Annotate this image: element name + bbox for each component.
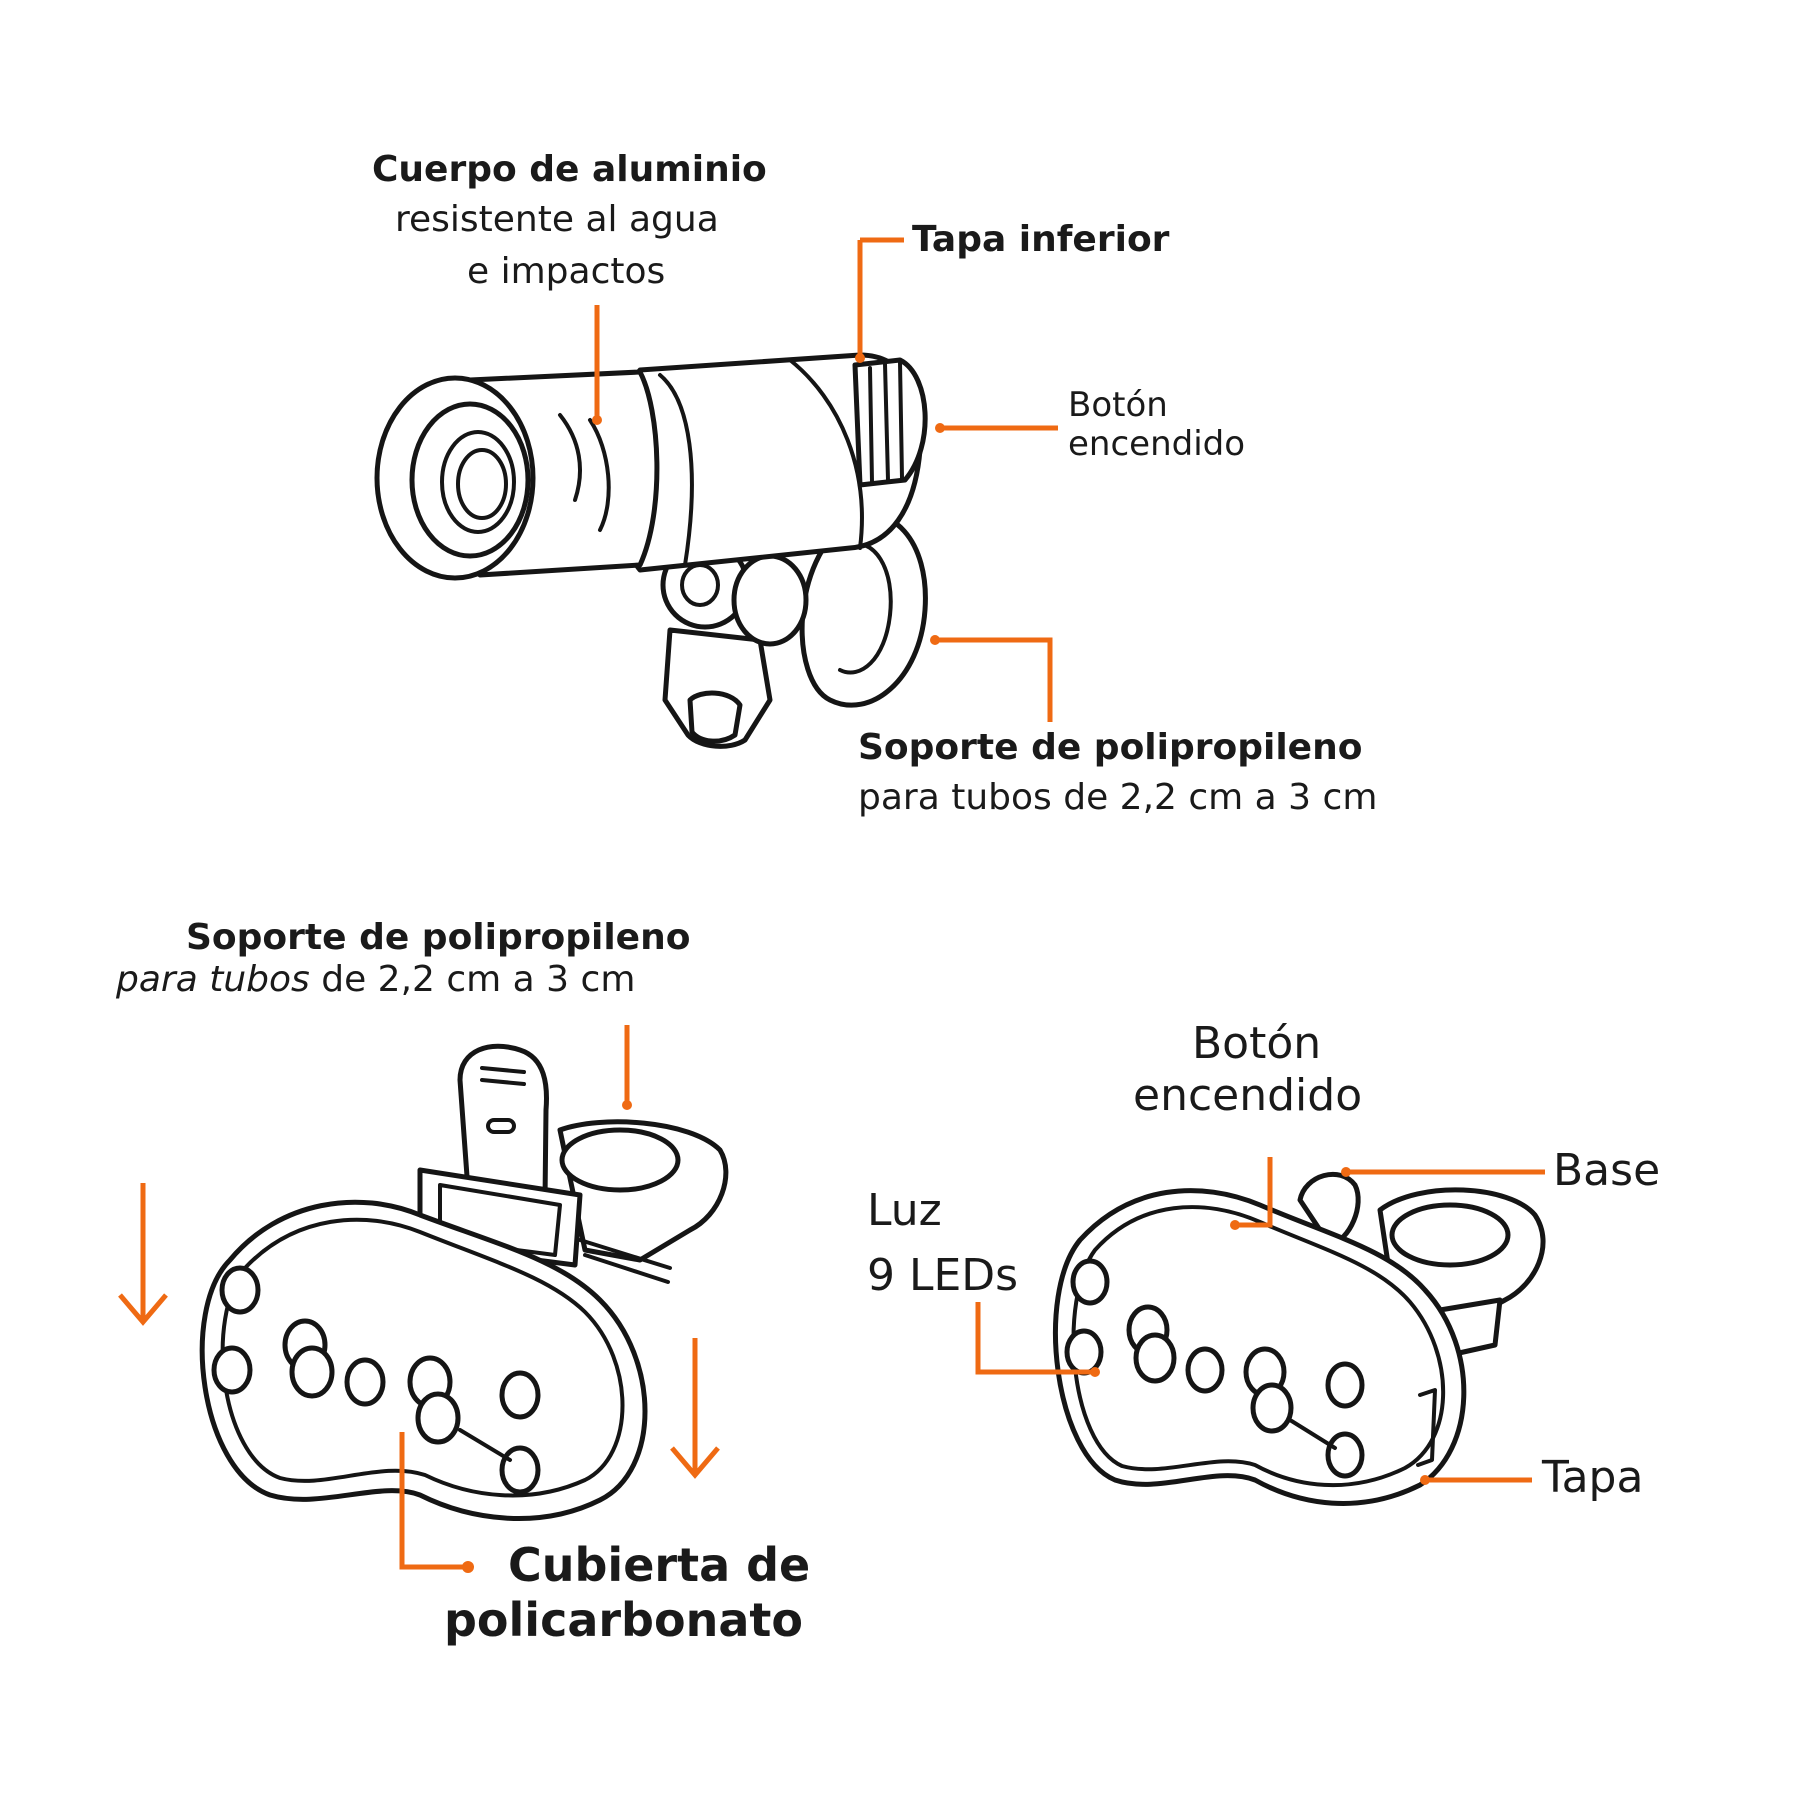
rear-light-right-illustration xyxy=(1053,1171,1546,1506)
rear-left-mount-label-italic: para tubos xyxy=(116,959,310,1000)
rear-left-mount-label-rest: de 2,2 cm a 3 cm xyxy=(309,959,636,1000)
rear-right-power-button-label-line1: Botón xyxy=(1192,1018,1322,1069)
rear-light-left-callouts xyxy=(118,1025,720,1573)
rear-left-mount-label-title: Soporte de polipropileno xyxy=(186,917,691,958)
front-bottom-cap-label: Tapa inferior xyxy=(912,219,1170,260)
rear-left-cover-label-line2: policarbonato xyxy=(444,1593,803,1647)
rear-right-led-label-line2: 9 LEDs xyxy=(867,1250,1019,1301)
rear-right-cap-label: Tapa xyxy=(1542,1452,1644,1503)
rear-right-base-label: Base xyxy=(1553,1145,1661,1196)
front-power-button-label-line2: encendido xyxy=(1068,424,1246,464)
front-light-callouts xyxy=(592,237,1058,722)
rear-light-left-illustration xyxy=(199,1043,729,1521)
front-light-illustration xyxy=(374,352,928,749)
front-power-button-label-line1: Botón xyxy=(1068,385,1168,425)
rear-left-mount-label-line2: para tubos de 2,2 cm a 3 cm xyxy=(116,958,635,1001)
rear-light-right-callouts xyxy=(975,1157,1545,1485)
front-mount-label-line2: para tubos de 2,2 cm a 3 cm xyxy=(858,777,1378,818)
front-body-label-title: Cuerpo de aluminio xyxy=(372,149,767,190)
front-mount-label-title: Soporte de polipropileno xyxy=(858,727,1363,768)
rear-left-cover-label-line1: Cubierta de xyxy=(508,1538,811,1592)
rear-right-led-label-line1: Luz xyxy=(867,1185,942,1236)
rear-right-power-button-label-line2: encendido xyxy=(1133,1070,1363,1121)
front-body-label-line3: e impactos xyxy=(467,251,666,292)
front-body-label-line2: resistente al agua xyxy=(395,199,719,240)
down-arrow-left-icon xyxy=(118,1183,168,1326)
down-arrow-right-icon xyxy=(670,1338,720,1479)
